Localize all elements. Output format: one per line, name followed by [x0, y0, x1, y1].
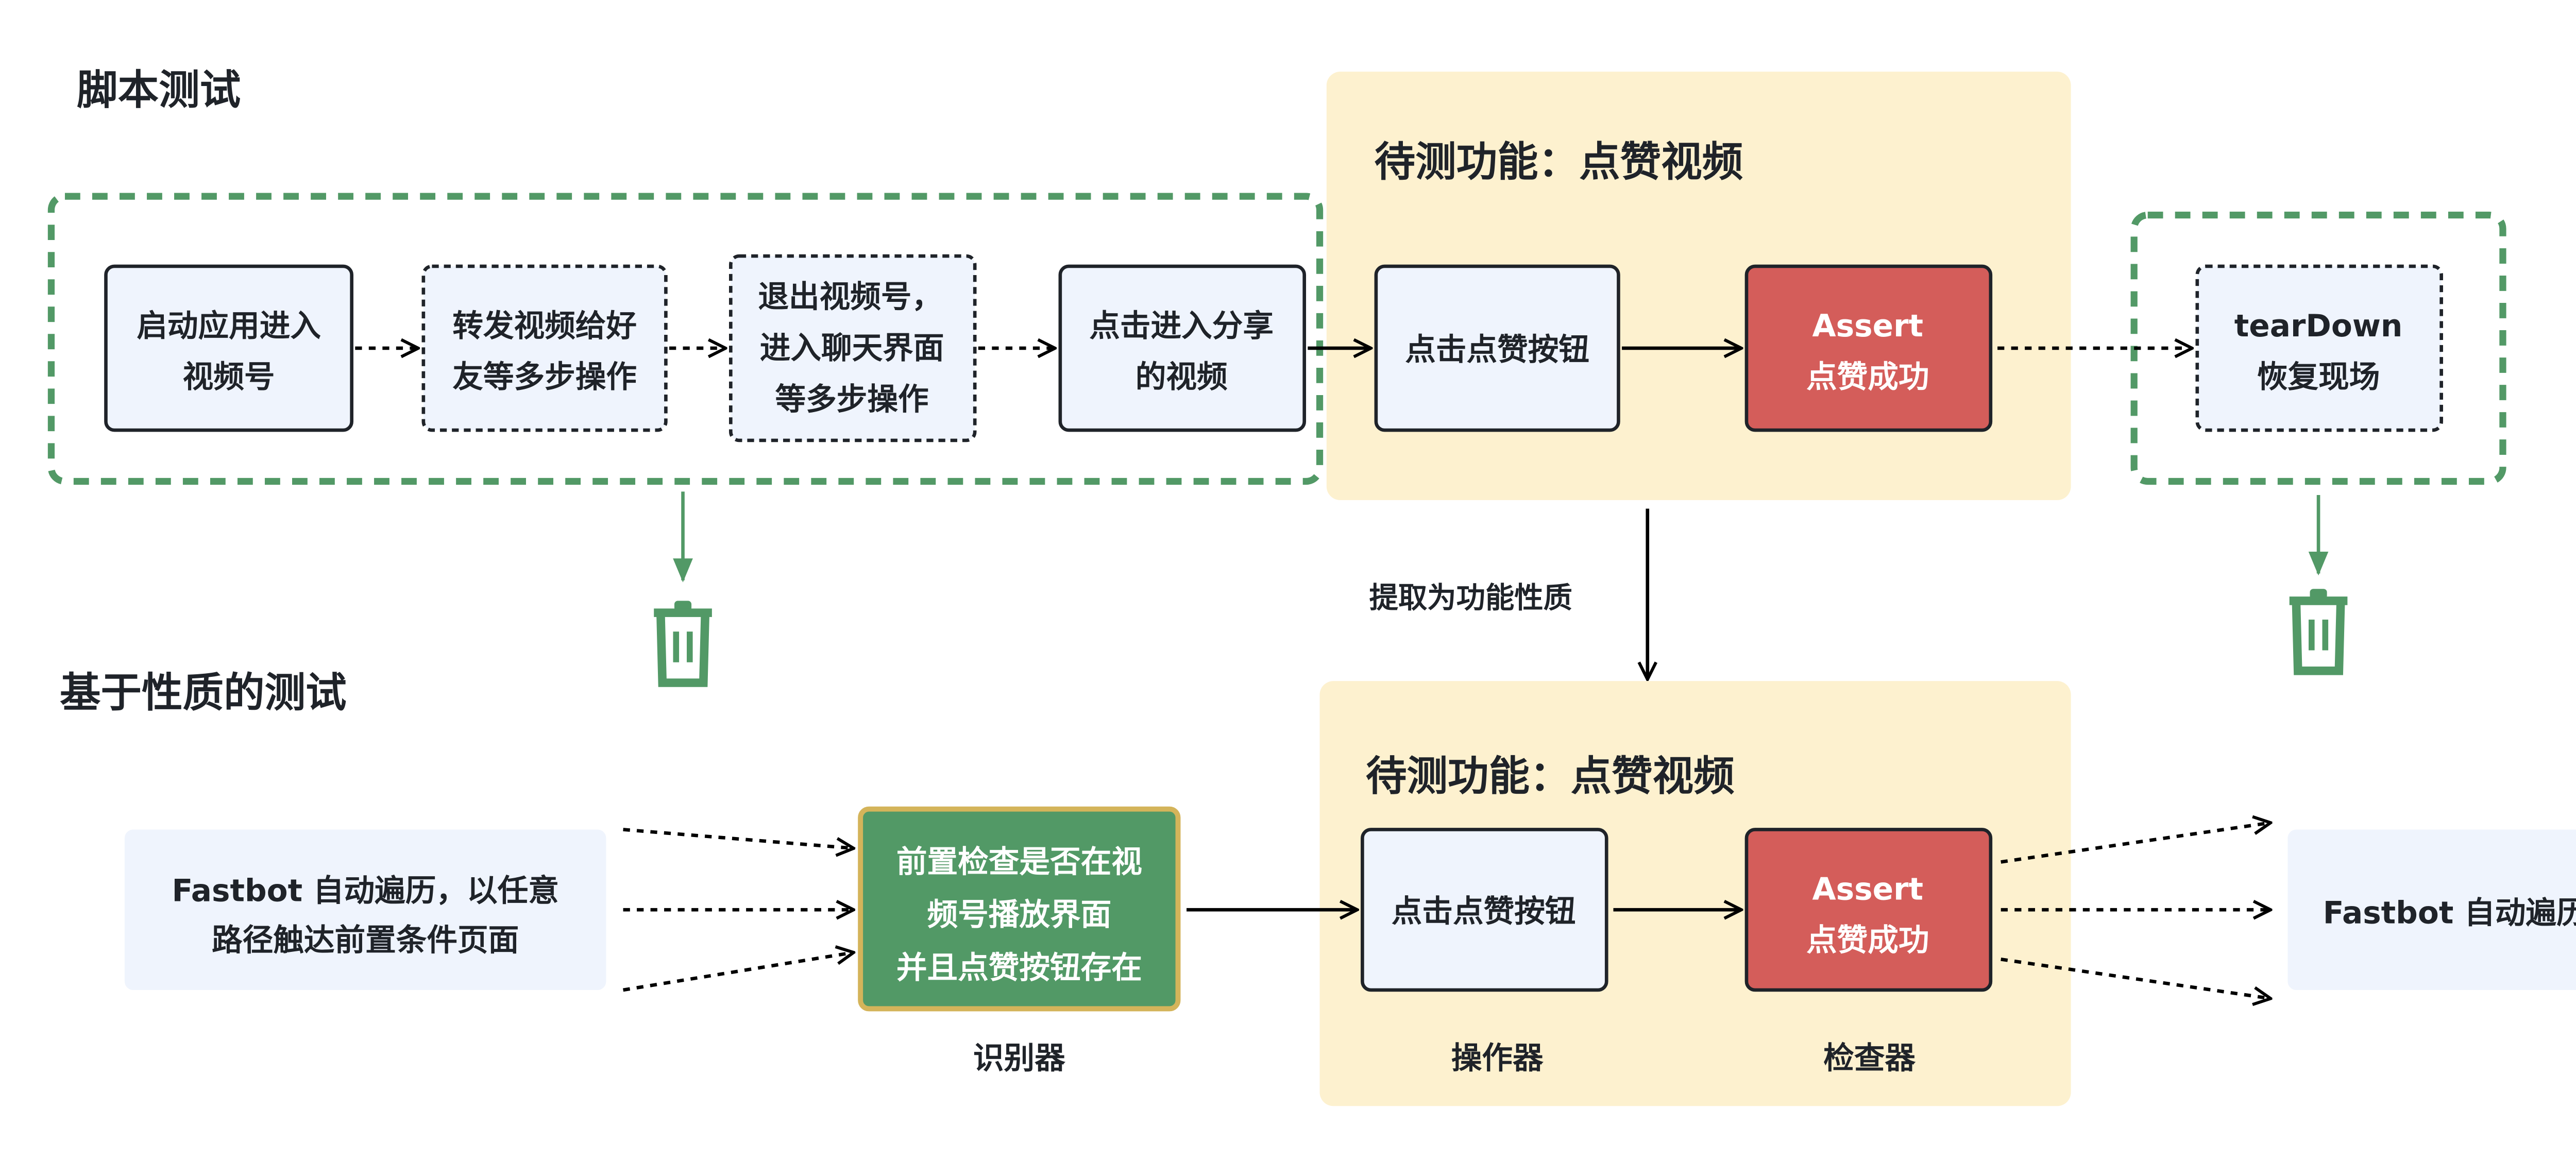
action-like-bottom: 点击点赞按钮	[1361, 828, 1608, 992]
svg-text:点击进入分享: 点击进入分享	[1089, 309, 1274, 344]
step-forward-video: 转发视频给好 友等多步操作	[421, 264, 668, 432]
script-test-title: 脚本测试	[77, 66, 241, 114]
svg-text:点赞成功: 点赞成功	[1806, 923, 1929, 959]
operator-caption: 操作器	[1451, 1040, 1544, 1076]
svg-text:Fastbot 自动遍历，以任意: Fastbot 自动遍历，以任意	[172, 874, 558, 909]
svg-text:点击点赞按钮: 点击点赞按钮	[1405, 332, 1589, 368]
svg-text:路径触达前置条件页面: 路径触达前置条件页面	[212, 923, 519, 959]
panel-title-top: 待测功能：点赞视频	[1375, 138, 1743, 185]
fastbot-end-box: Fastbot 自动遍历	[2287, 829, 2576, 990]
svg-text:Fastbot 自动遍历: Fastbot 自动遍历	[2323, 896, 2576, 931]
teardown-box: tearDown 恢复现场	[2195, 264, 2443, 432]
svg-text:Assert: Assert	[1812, 309, 1923, 344]
svg-text:tearDown: tearDown	[2234, 309, 2403, 344]
action-like-top: 点击点赞按钮	[1374, 264, 1620, 432]
svg-text:友等多步操作: 友等多步操作	[452, 360, 637, 395]
svg-text:启动应用进入: 启动应用进入	[137, 309, 321, 344]
svg-text:的视频: 的视频	[1136, 360, 1228, 395]
fastbot-start-box: Fastbot 自动遍历，以任意 路径触达前置条件页面	[124, 829, 606, 990]
step-launch-app: 启动应用进入 视频号	[104, 264, 353, 432]
arrows-top	[355, 348, 2192, 679]
extract-label: 提取为功能性质	[1369, 582, 1572, 615]
svg-text:恢复现场: 恢复现场	[2257, 360, 2380, 395]
precondition-box: 前置检查是否在视 频号播放界面 并且点赞按钮存在	[858, 806, 1181, 1012]
svg-text:视频号: 视频号	[183, 360, 275, 395]
arrows-bottom	[623, 823, 2271, 998]
svg-text:转发视频给好: 转发视频给好	[452, 309, 637, 344]
svg-text:频号播放界面: 频号播放界面	[927, 897, 1111, 933]
property-test-title: 基于性质的测试	[60, 669, 347, 717]
discard-group-left	[47, 193, 1324, 485]
trash-icon	[2289, 589, 2348, 675]
trash-icon	[654, 601, 712, 687]
svg-text:Assert: Assert	[1812, 872, 1923, 907]
step-exit-channel: 退出视频号， 进入聊天界面 等多步操作	[729, 254, 977, 442]
svg-text:前置检查是否在视: 前置检查是否在视	[896, 844, 1142, 880]
step-open-shared-video: 点击进入分享 的视频	[1058, 264, 1307, 432]
svg-text:并且点赞按钮存在: 并且点赞按钮存在	[896, 950, 1142, 986]
green-arrows	[673, 491, 2329, 583]
panel-title-bottom: 待测功能：点赞视频	[1366, 752, 1735, 800]
svg-text:点赞成功: 点赞成功	[1806, 360, 1929, 395]
recognizer-caption: 识别器	[973, 1040, 1065, 1076]
assert-top: Assert 点赞成功	[1744, 264, 1993, 432]
svg-text:点击点赞按钮: 点击点赞按钮	[1392, 894, 1576, 929]
svg-text:退出视频号，: 退出视频号，	[758, 279, 942, 315]
svg-text:等多步操作: 等多步操作	[775, 382, 929, 417]
svg-text:进入聊天界面: 进入聊天界面	[760, 331, 944, 366]
yellow-panel-bottom	[1319, 681, 2071, 1106]
assert-bottom: Assert 点赞成功	[1744, 828, 1993, 992]
checker-caption: 检查器	[1823, 1040, 1916, 1076]
